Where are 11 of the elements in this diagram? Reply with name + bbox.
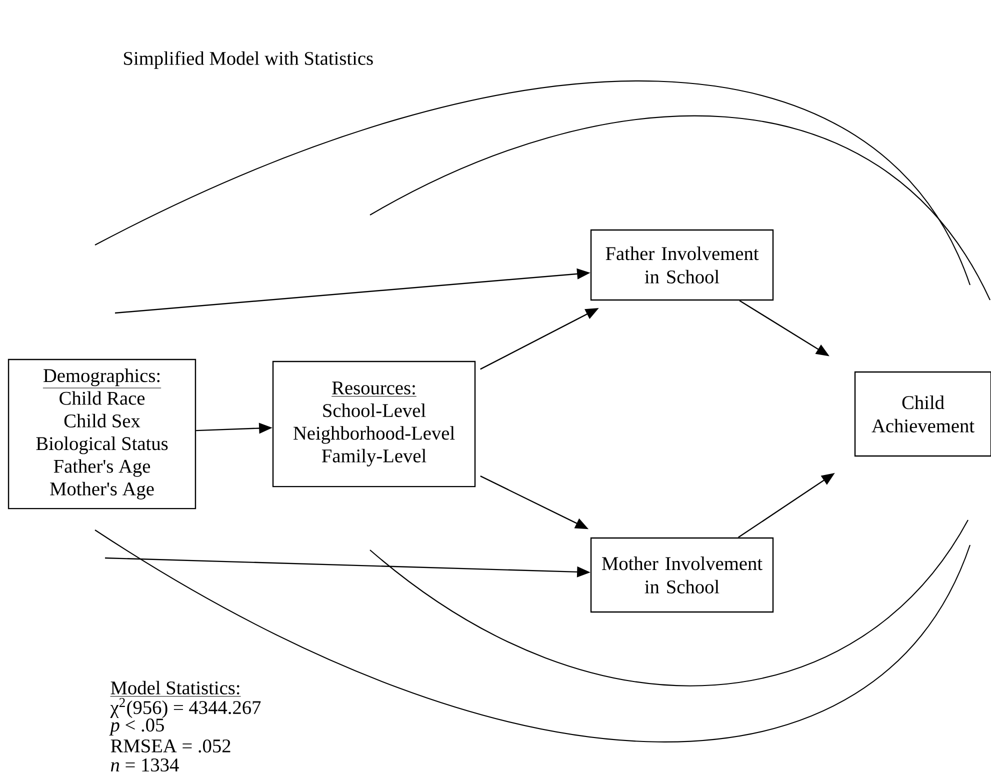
- variable-box: Demographics: Child Race Child Sex Biological Status Father's Age Mother's Age: [8, 358, 196, 510]
- statistics-text: Model Statistics:: [110, 680, 242, 697]
- statistics-text: χ$^{2}$(956) = 4344.267: [110, 698, 261, 718]
- variable-box: Resources: School-Level Neighborhood-Level Family-Level: [272, 360, 476, 488]
- variable-box: Mother Involvement in School: [590, 537, 774, 613]
- variable-box: Child Achievement: [854, 371, 991, 457]
- title: Simplified Model with Statistics: [124, 51, 373, 69]
- variable-box: Father Involvement in School: [590, 229, 774, 301]
- statistics-text: RMSEA = .052: [110, 739, 230, 753]
- statistics-text: n = 1334: [110, 758, 179, 772]
- statistics-text: p < .05: [109, 718, 164, 736]
